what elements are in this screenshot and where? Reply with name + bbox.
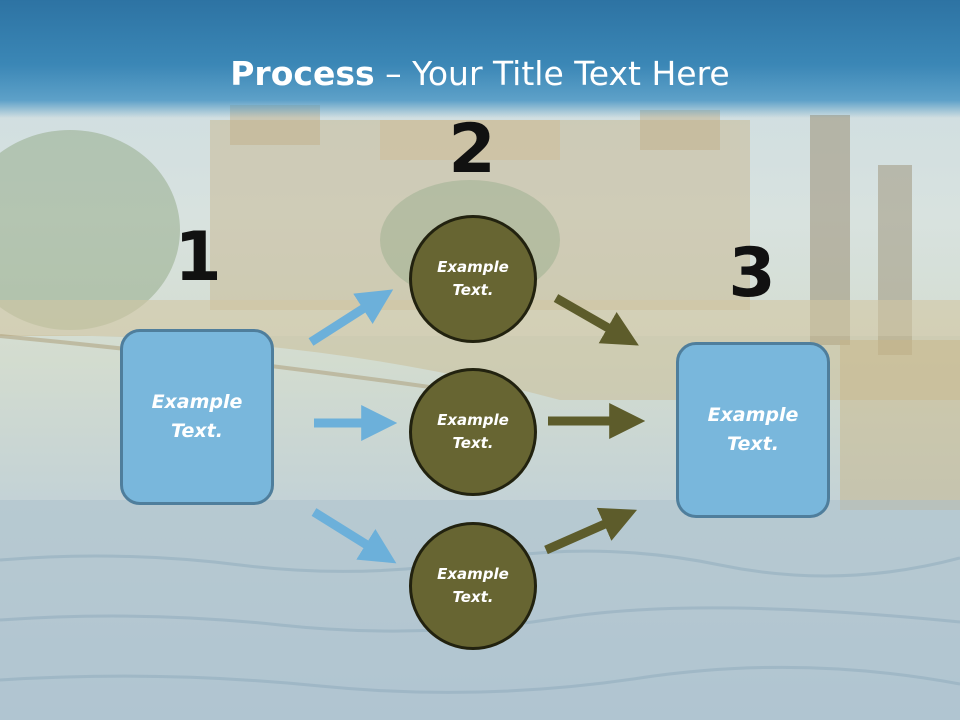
title-bold: Process xyxy=(230,54,375,93)
circle-middle[interactable]: Example Text. xyxy=(409,368,537,496)
step-number-2: 2 xyxy=(448,110,496,189)
title-bar xyxy=(0,0,960,118)
step-number-3: 3 xyxy=(728,234,776,313)
circle-top[interactable]: Example Text. xyxy=(409,215,537,343)
title-rest: – Your Title Text Here xyxy=(374,54,730,93)
circle-bottom-label: Example Text. xyxy=(437,565,509,606)
circle-bottom[interactable]: Example Text. xyxy=(409,522,537,650)
left-box[interactable]: Example Text. xyxy=(120,329,274,505)
circle-top-label: Example Text. xyxy=(437,258,509,299)
step-number-1: 1 xyxy=(174,218,222,297)
slide-title: Process – Your Title Text Here xyxy=(0,52,960,96)
left-box-label: Example Text. xyxy=(151,391,243,442)
arrow-top-to-right xyxy=(553,294,639,346)
circle-middle-label: Example Text. xyxy=(437,411,509,452)
arrow-bottom-to-right xyxy=(544,507,638,555)
right-box-label: Example Text. xyxy=(707,404,799,455)
arrow-left-to-top xyxy=(308,289,394,346)
arrow-left-to-bottom xyxy=(311,508,397,564)
right-box[interactable]: Example Text. xyxy=(676,342,830,518)
